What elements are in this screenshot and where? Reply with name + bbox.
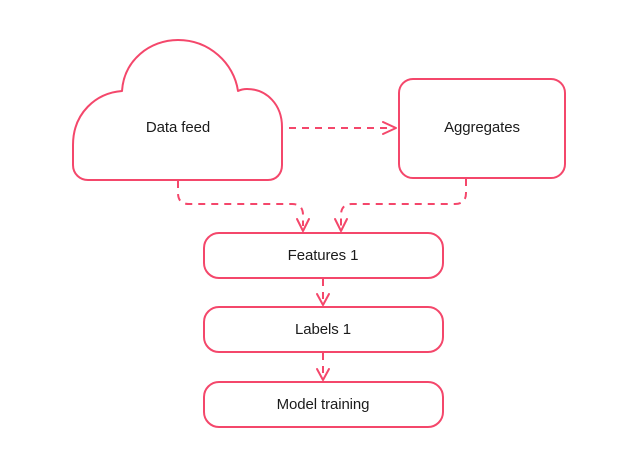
node-label-model-training: Model training <box>277 396 370 413</box>
edge-data-feed-to-aggregates <box>289 121 397 135</box>
labels-1-shape <box>203 306 444 353</box>
node-label-aggregates: Aggregates <box>444 119 520 136</box>
node-features-1[interactable]: Features 1 <box>203 232 444 279</box>
node-label-data-feed: Data feed <box>146 119 210 136</box>
edge-line <box>177 181 304 226</box>
arrow-head-icon <box>316 368 330 381</box>
model-training-shape <box>203 381 444 428</box>
edge-data-feed-to-features-1 <box>177 181 310 232</box>
aggregates-shape <box>398 78 566 179</box>
edge-labels-1-to-model-training <box>316 353 330 381</box>
node-model-training[interactable]: Model training <box>203 381 444 428</box>
cloud-shape <box>72 39 283 181</box>
node-label-features-1: Features 1 <box>288 247 359 264</box>
node-aggregates[interactable]: Aggregates <box>398 78 566 179</box>
arrow-head-icon <box>296 218 310 232</box>
edge-aggregates-to-features-1 <box>334 179 467 232</box>
edge-features-1-to-labels-1 <box>316 279 330 306</box>
edge-line <box>340 179 467 226</box>
arrow-head-icon <box>334 218 348 232</box>
node-labels-1[interactable]: Labels 1 <box>203 306 444 353</box>
arrow-head-icon <box>382 121 397 135</box>
node-data-feed[interactable]: Data feed <box>72 39 283 181</box>
features-1-shape <box>203 232 444 279</box>
node-label-labels-1: Labels 1 <box>295 321 351 338</box>
arrow-head-icon <box>316 293 330 306</box>
